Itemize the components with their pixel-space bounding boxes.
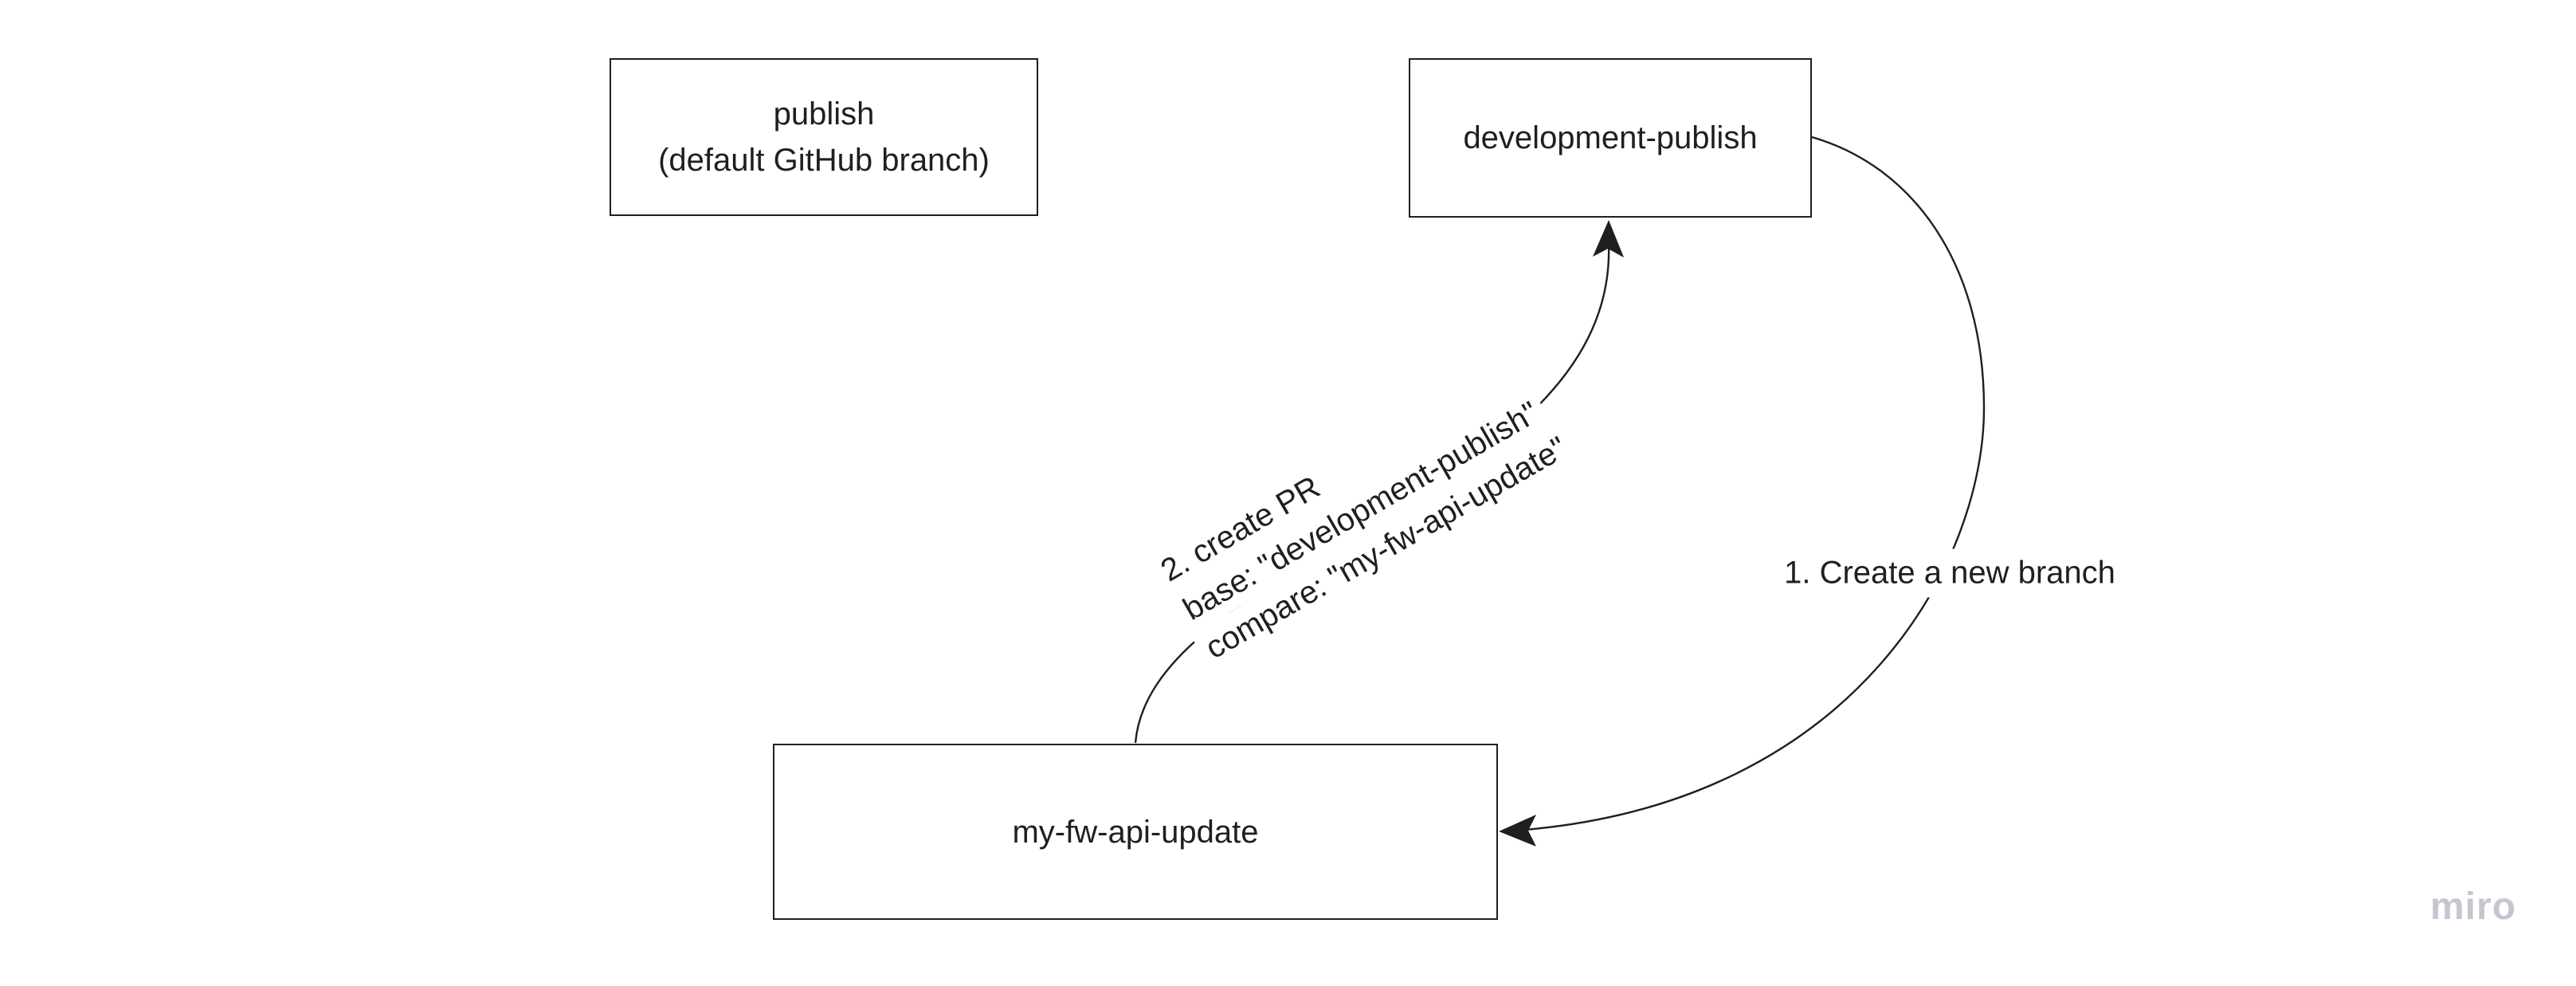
- connector-label-create-branch[interactable]: 1. Create a new branch: [1771, 548, 2128, 598]
- node-publish-label-line1: publish: [773, 96, 875, 132]
- miro-logo: miro: [2430, 886, 2517, 928]
- node-development-publish[interactable]: development-publish: [1409, 58, 1812, 218]
- connector-create-branch-arrowhead-icon: [1499, 815, 1536, 847]
- node-publish-label: publish (default GitHub branch): [658, 91, 990, 183]
- node-publish-default-branch[interactable]: publish (default GitHub branch): [610, 58, 1038, 216]
- connector-create-branch-line[interactable]: [1524, 136, 1986, 831]
- node-my-fw-api-update-label: my-fw-api-update: [1012, 814, 1259, 850]
- node-my-fw-api-update[interactable]: my-fw-api-update: [773, 744, 1498, 920]
- node-publish-label-line2: (default GitHub branch): [658, 143, 990, 178]
- node-development-publish-label: development-publish: [1463, 120, 1758, 155]
- connector-create-pr-arrowhead-icon: [1593, 220, 1624, 257]
